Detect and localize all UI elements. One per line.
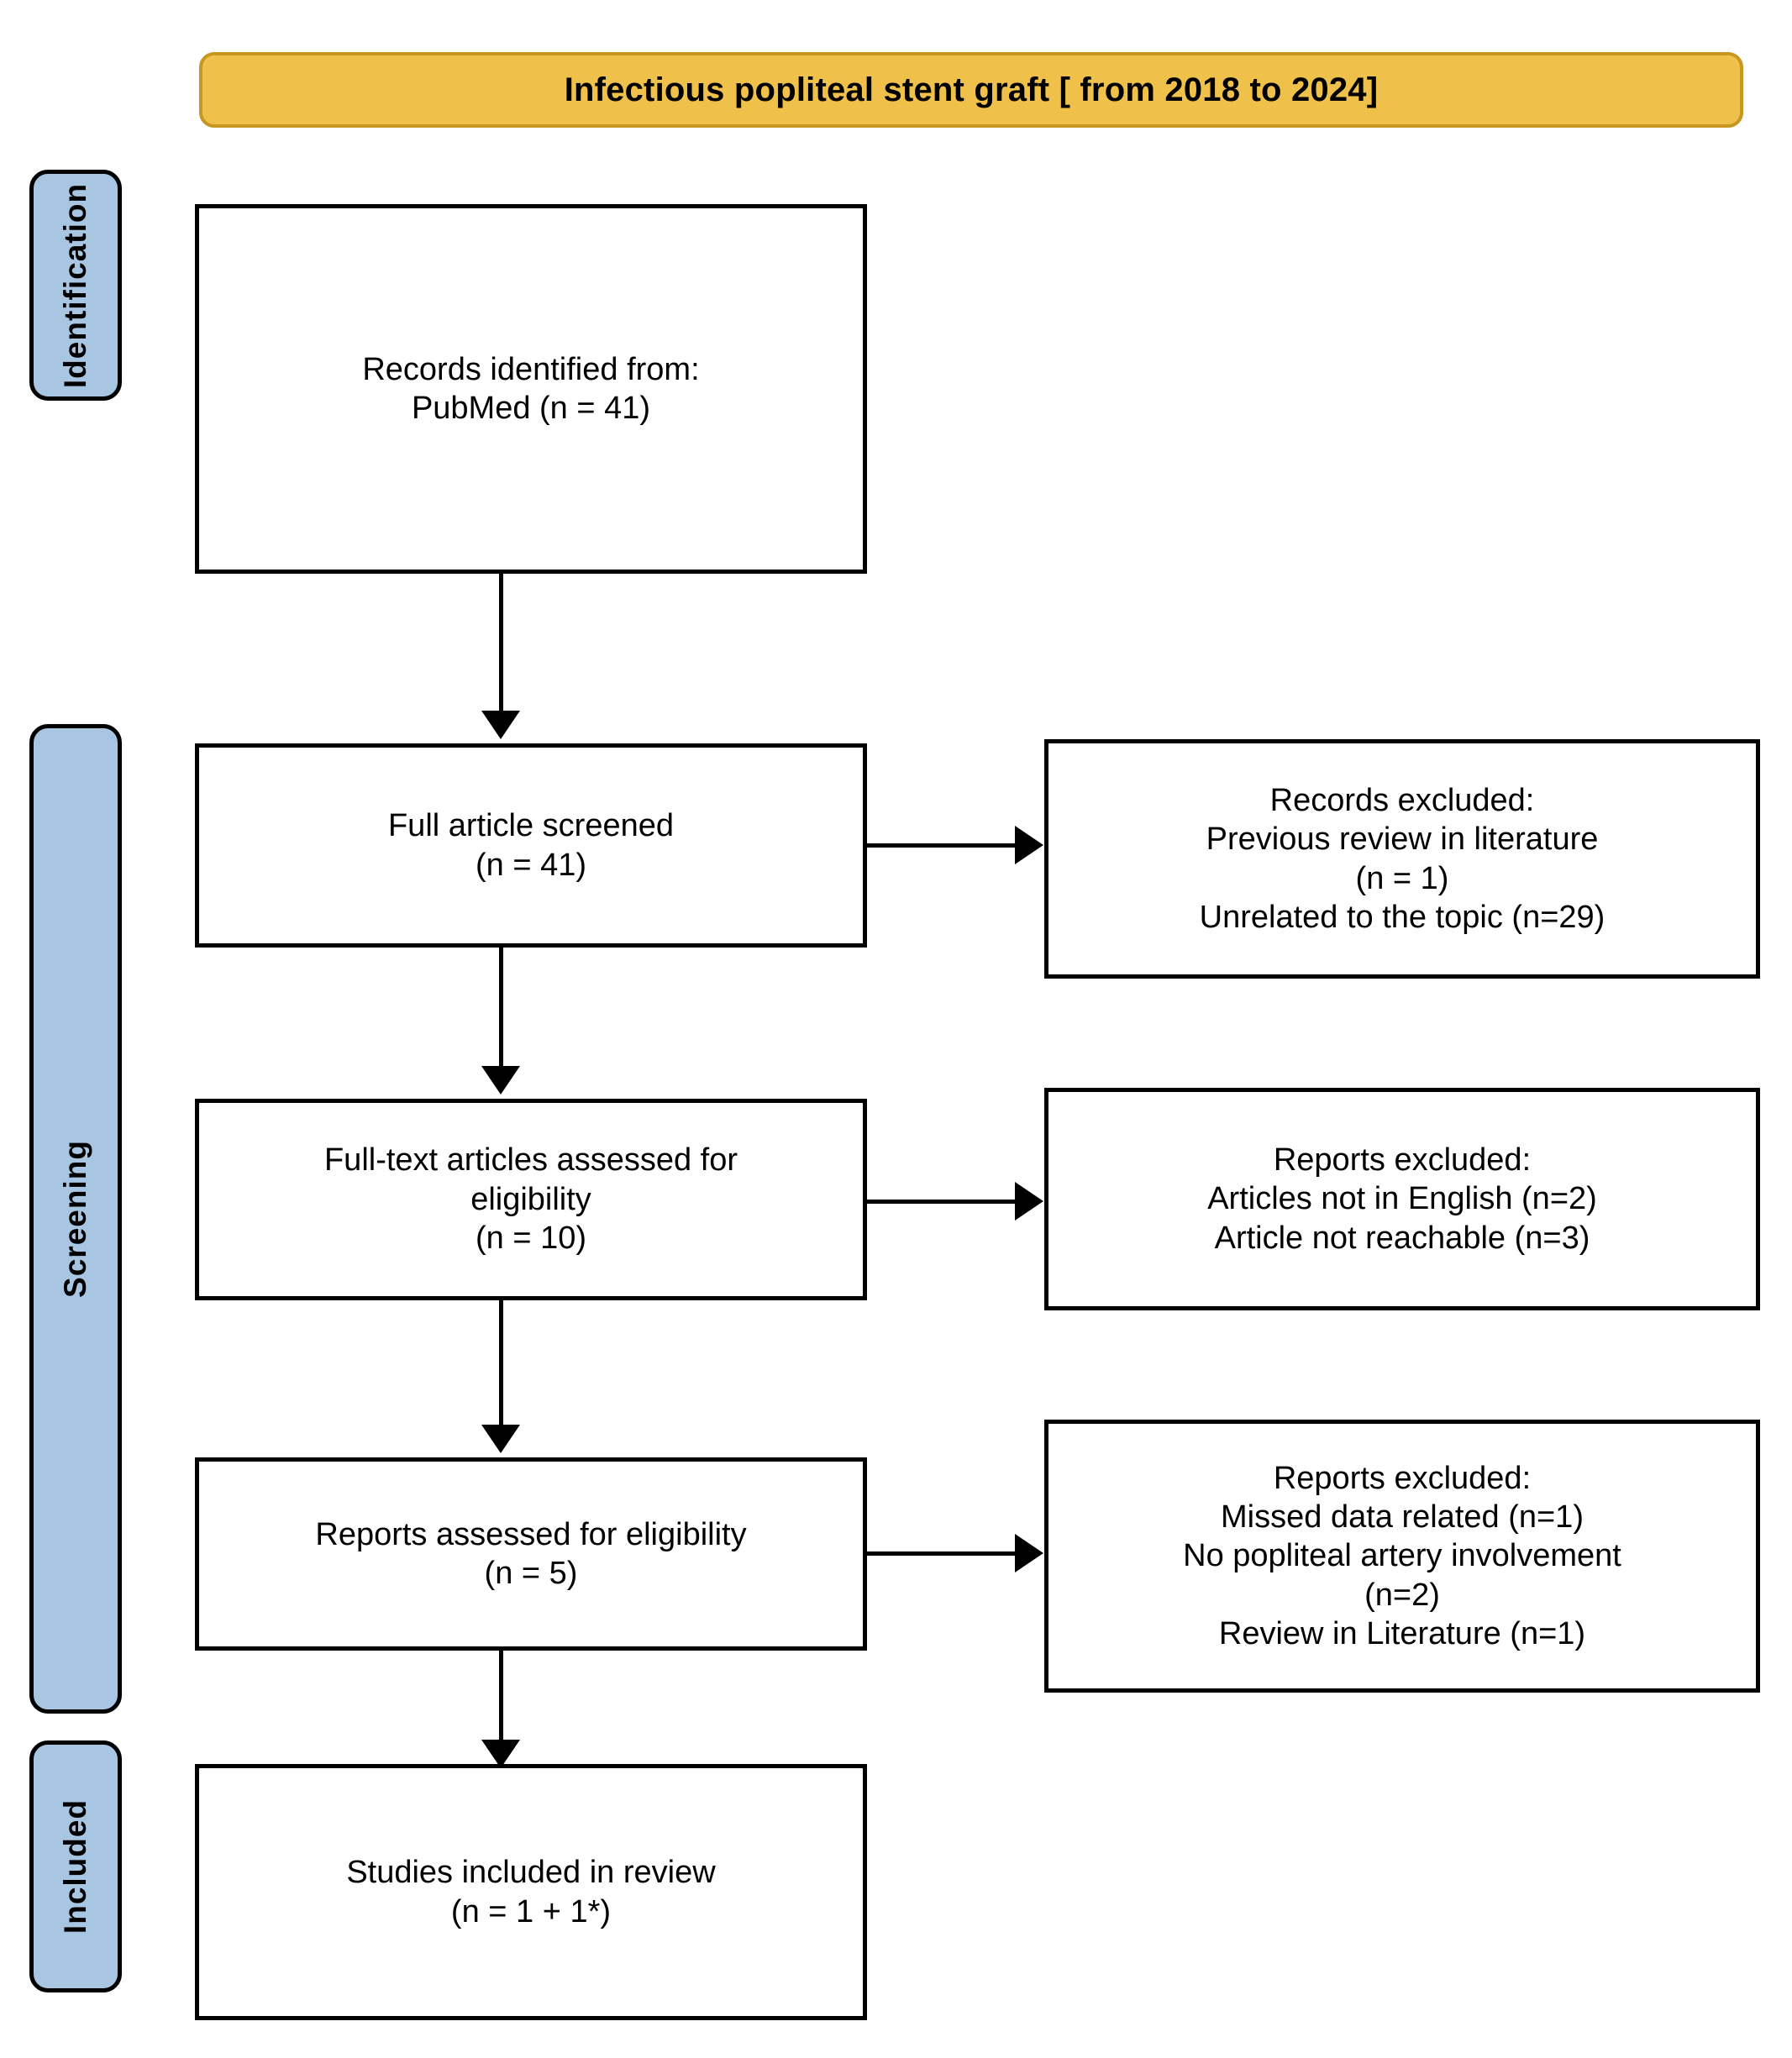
diagram-title-banner: Infectious popliteal stent graft [ from … bbox=[199, 52, 1743, 128]
box-studies-included: Studies included in review (n = 1 + 1*) bbox=[195, 1764, 867, 2020]
box-reports-excluded-1: Reports excluded: Articles not in Englis… bbox=[1044, 1088, 1760, 1310]
connector-fulltext-to-excluded-arrowhead bbox=[1015, 1182, 1043, 1221]
stage-label-screening-text: Screening bbox=[58, 1140, 92, 1298]
box-full-text-assessed-text: Full-text articles assessed for eligibil… bbox=[323, 1142, 738, 1257]
connector-reports-to-included-arrowhead bbox=[481, 1740, 520, 1768]
connector-screened-to-fulltext-line bbox=[499, 948, 503, 1069]
box-reports-assessed-text: Reports assessed for eligibility (n = 5) bbox=[315, 1516, 747, 1591]
box-records-identified: Records identified from: PubMed (n = 41) bbox=[195, 204, 867, 574]
connector-reports-to-included-line bbox=[499, 1651, 503, 1743]
connector-screened-to-excluded-line bbox=[867, 843, 1018, 848]
stage-label-identification-text: Identification bbox=[58, 182, 93, 388]
box-full-article-screened: Full article screened (n = 41) bbox=[195, 743, 867, 948]
box-reports-assessed: Reports assessed for eligibility (n = 5) bbox=[195, 1457, 867, 1651]
connector-reports-to-excluded-arrowhead bbox=[1015, 1534, 1043, 1572]
box-reports-excluded-1-text: Reports excluded: Articles not in Englis… bbox=[1207, 1142, 1597, 1256]
box-records-excluded: Records excluded: Previous review in lit… bbox=[1044, 739, 1760, 979]
connector-screened-to-excluded-arrowhead bbox=[1015, 826, 1043, 864]
stage-label-identification: Identification bbox=[29, 170, 122, 401]
box-studies-included-text: Studies included in review (n = 1 + 1*) bbox=[346, 1855, 716, 1929]
connector-fulltext-to-excluded-line bbox=[867, 1200, 1018, 1204]
connector-screened-to-fulltext-arrowhead bbox=[481, 1066, 520, 1095]
stage-label-screening: Screening bbox=[29, 724, 122, 1714]
connector-records-to-screened-arrowhead bbox=[481, 711, 520, 739]
box-reports-excluded-2-text: Reports excluded: Missed data related (n… bbox=[1183, 1460, 1621, 1652]
box-reports-excluded-2: Reports excluded: Missed data related (n… bbox=[1044, 1420, 1760, 1693]
connector-records-to-screened-line bbox=[499, 574, 503, 714]
connector-reports-to-excluded-line bbox=[867, 1551, 1018, 1556]
box-full-article-screened-text: Full article screened (n = 41) bbox=[387, 808, 675, 883]
box-records-identified-text: Records identified from: PubMed (n = 41) bbox=[362, 351, 700, 426]
box-records-excluded-text: Records excluded: Previous review in lit… bbox=[1199, 782, 1605, 935]
diagram-title-text: Infectious popliteal stent graft [ from … bbox=[564, 71, 1379, 108]
stage-label-included-text: Included bbox=[58, 1798, 92, 1935]
stage-label-included: Included bbox=[29, 1740, 122, 1992]
box-full-text-assessed: Full-text articles assessed for eligibil… bbox=[195, 1099, 867, 1300]
connector-fulltext-to-reports-arrowhead bbox=[481, 1425, 520, 1453]
connector-fulltext-to-reports-line bbox=[499, 1300, 503, 1428]
